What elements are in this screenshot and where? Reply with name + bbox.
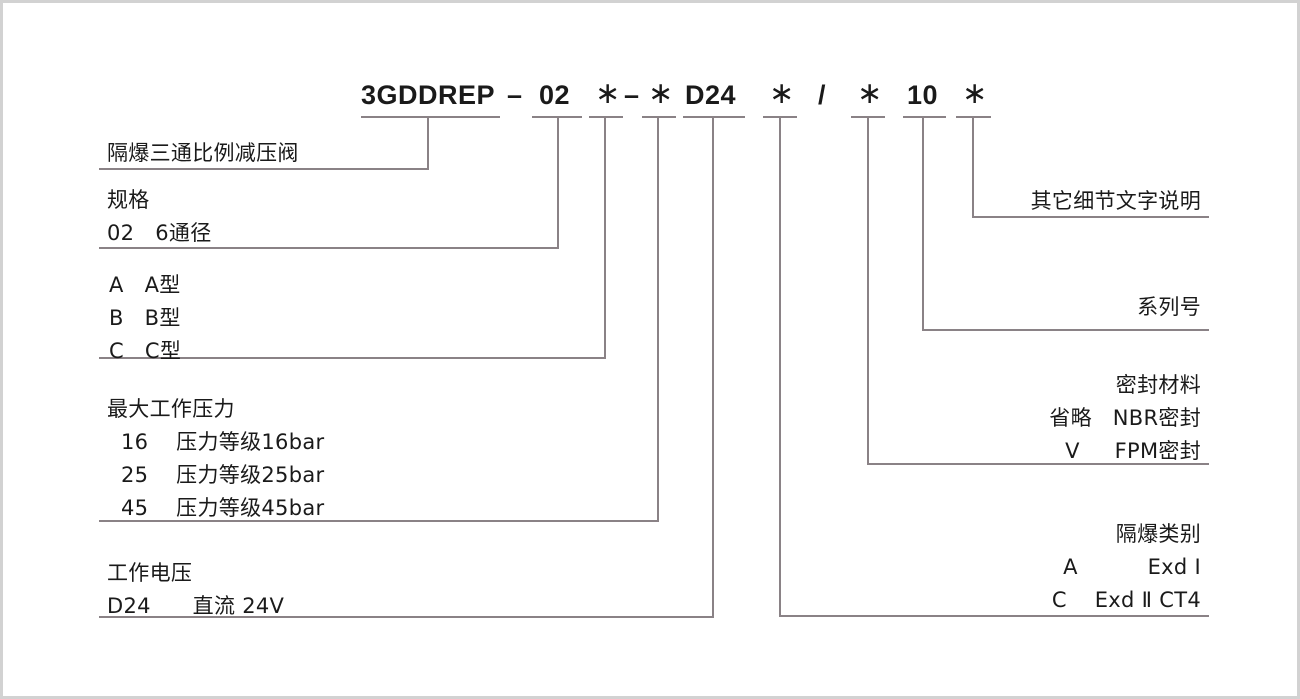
label-voltage-line-1: 工作电压 [107,561,193,585]
label-detail: 其它细节文字说明 [1031,185,1201,218]
label-pressure: 最大工作压力 16 压力等级16bar 25 压力等级25bar 45 压力等级… [107,393,324,525]
label-product-name-line-1: 隔爆三通比例减压阀 [107,141,299,165]
label-explosion-line-1: 隔爆类别 [1115,522,1201,546]
code-segment-seal: ∗ [857,77,883,110]
label-type-line-2: B B型 [109,306,181,330]
label-type-line-3: C C型 [109,339,182,363]
label-voltage-line-2: D24 直流 24V [107,594,285,618]
label-seal-line-3: V FPM密封 [1065,439,1201,463]
label-type: A A型 B B型 C C型 [109,269,181,368]
label-type-line-1: A A型 [109,273,181,297]
label-explosion: 隔爆类别 A Exd Ⅰ C Exd Ⅱ CT4 [1052,518,1201,617]
code-segment-type: ∗ [595,77,621,110]
label-size: 规格 02 6通径 [107,184,212,250]
code-segment-dash-1: – [507,80,523,110]
label-pressure-line-4: 45 压力等级45bar [107,496,325,520]
label-size-line-1: 规格 [107,188,150,212]
code-segment-slash: / [818,80,827,110]
code-segment-pressure: ∗ [648,77,674,110]
label-seal-line-1: 密封材料 [1115,373,1201,397]
code-segment-dash-2: – [624,80,640,110]
label-voltage: 工作电压 D24 直流 24V [107,557,284,623]
code-segment-model: 3GDDREP [361,80,496,110]
label-pressure-line-2: 16 压力等级16bar [107,430,325,454]
label-series-line-1: 系列号 [1137,295,1201,319]
label-size-line-2: 02 6通径 [107,221,212,245]
label-explosion-line-2: A Exd Ⅰ [1063,555,1201,579]
code-segment-detail: ∗ [962,77,988,110]
label-detail-line-1: 其它细节文字说明 [1030,189,1201,213]
label-product-name: 隔爆三通比例减压阀 [107,137,299,170]
label-series: 系列号 [1137,291,1201,324]
label-seal-line-2: 省略 NBR密封 [1049,406,1201,430]
code-segment-size: 02 [539,80,571,110]
label-pressure-line-3: 25 压力等级25bar [107,463,325,487]
label-explosion-line-3: C Exd Ⅱ CT4 [1051,588,1201,612]
code-segment-series: 10 [907,80,939,110]
code-segment-voltage: D24 [685,80,737,110]
label-seal: 密封材料 省略 NBR密封 V FPM密封 [1049,369,1201,468]
code-string: 3GDDREP – 02 ∗ – ∗ D24 ∗ / ∗ 10 ∗ [3,77,1297,115]
label-pressure-line-1: 最大工作压力 [107,397,235,421]
code-segment-explosion: ∗ [769,77,795,110]
